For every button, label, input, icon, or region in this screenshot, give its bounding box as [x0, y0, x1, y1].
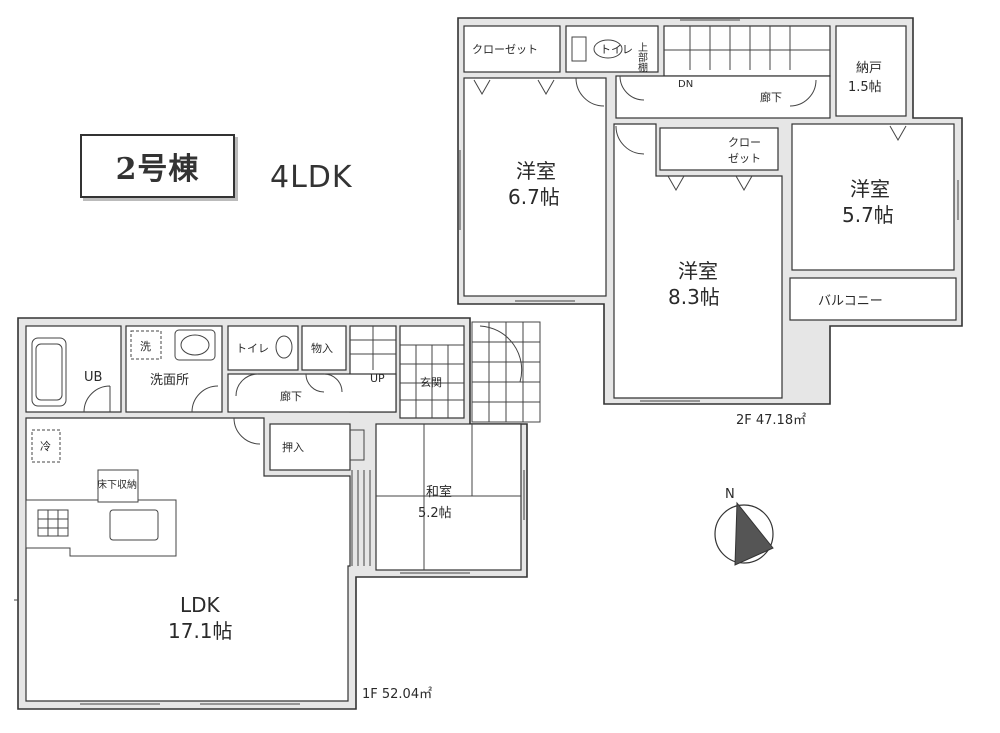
- label-upper-storage: 上部棚: [636, 42, 648, 73]
- label-fridge: 冷: [40, 440, 51, 453]
- label-ub: UB: [84, 370, 102, 385]
- ldk-door[interactable]: [233, 417, 261, 445]
- label-storage-1f: 物入: [311, 341, 333, 355]
- stove-burners: [38, 510, 68, 536]
- tatami-lines: [376, 424, 521, 570]
- storage-1f-door[interactable]: [305, 373, 343, 393]
- toilet-2f-door[interactable]: [619, 75, 645, 101]
- yoshitsu-c-door[interactable]: [789, 79, 817, 107]
- washroom-door[interactable]: [191, 385, 219, 413]
- label-yoshitsu-a-size: 6.7帖: [508, 185, 560, 209]
- label-hallway-2f: 廊下: [760, 90, 782, 104]
- washitsu-room: [375, 423, 522, 571]
- closet-1f: [269, 423, 351, 471]
- label-entrance: 玄関: [420, 375, 442, 389]
- label-closet-top: クローゼット: [472, 43, 538, 56]
- compass: N: [714, 487, 774, 566]
- entrance-door[interactable]: [479, 325, 523, 383]
- first-floor-plan: UB 洗面所 洗 トイレ 物入 UP 玄関 廊下 冷 押入 床下収納 和室 5.…: [14, 317, 541, 710]
- label-yoshitsu-b: 洋室: [678, 259, 718, 283]
- stair-ldk-treads: [351, 470, 371, 566]
- wash-basin-bowl: [180, 334, 210, 356]
- compass-north-label: N: [725, 487, 735, 502]
- closet-top-2f: [463, 25, 561, 73]
- toilet-2f-tank: [571, 36, 587, 62]
- hallway-1f: [227, 373, 397, 413]
- label-washitsu-size: 5.2帖: [418, 506, 452, 521]
- closet-mid-2f: [659, 127, 779, 171]
- label-balcony: バルコニー: [818, 294, 883, 309]
- compass-needle-icon: [734, 501, 774, 566]
- label-dn: DN: [678, 79, 693, 90]
- label-closet-1f: 押入: [282, 440, 304, 454]
- label-yoshitsu-c-size: 5.7帖: [842, 203, 894, 227]
- label-washer: 洗: [140, 340, 151, 353]
- label-yoshitsu-b-size: 8.3帖: [668, 285, 720, 309]
- label-nando: 納戸: [856, 61, 882, 76]
- balcony: [789, 277, 957, 321]
- first-floor-area: 1F 52.04㎡: [362, 687, 432, 702]
- washer: [130, 330, 162, 360]
- yoshitsu-c-room: [791, 123, 955, 271]
- label-toilet-2f: トイレ: [600, 43, 633, 56]
- label-up: UP: [370, 372, 385, 385]
- second-floor-windows: [459, 19, 959, 402]
- label-washroom: 洗面所: [150, 373, 189, 388]
- bathtub-inner: [35, 343, 63, 401]
- stair-2f: [663, 25, 831, 77]
- porch-tiles: [471, 321, 541, 423]
- yoshitsu-a-door[interactable]: [575, 77, 605, 107]
- stove: [37, 509, 69, 537]
- building-label-box: 2号棟: [80, 134, 235, 198]
- entrance-tiles: [400, 344, 464, 418]
- stair-1f-treads: [350, 326, 396, 370]
- label-yoshitsu-a: 洋室: [516, 159, 556, 183]
- closet-door-marks: [473, 79, 907, 192]
- first-floor-windows: [14, 470, 525, 705]
- second-floor-area: 2F 47.18㎡: [736, 413, 806, 428]
- label-closet-mid-1: クロー: [728, 136, 761, 149]
- building-label: 2号棟: [115, 152, 200, 187]
- label-closet-mid-2: ゼット: [728, 152, 761, 165]
- nando-room: [835, 25, 907, 117]
- plan-type: 4LDK: [270, 160, 353, 195]
- kitchen-sink: [109, 509, 159, 541]
- underfloor-storage-box: [97, 469, 139, 503]
- label-yoshitsu-c: 洋室: [850, 177, 890, 201]
- second-floor-plan: クローゼット トイレ 上部棚 DN 廊下 納戸 1.5帖 洋室 6.7帖 クロー…: [457, 17, 963, 428]
- closet-1f-door[interactable]: [350, 429, 365, 461]
- toilet-1f-door[interactable]: [235, 373, 259, 397]
- label-washitsu: 和室: [426, 484, 452, 500]
- label-toilet-1f: トイレ: [236, 342, 269, 355]
- toilet-2f-bowl: [593, 39, 623, 59]
- stair-2f-treads: [664, 26, 830, 70]
- label-ldk: LDK: [180, 593, 221, 617]
- storage-1f: [301, 325, 347, 371]
- yoshitsu-b-room: [613, 123, 783, 399]
- label-nando-size: 1.5帖: [848, 80, 882, 95]
- label-hallway-1f: 廊下: [280, 389, 302, 403]
- hallway-2f: [615, 75, 831, 119]
- ub-door[interactable]: [83, 385, 111, 413]
- toilet-1f-bowl: [275, 335, 293, 359]
- yoshitsu-b-door[interactable]: [615, 125, 645, 155]
- label-ldk-size: 17.1帖: [168, 619, 233, 643]
- label-underfloor: 床下収納: [97, 478, 137, 491]
- fridge: [31, 429, 61, 463]
- yoshitsu-a-room: [463, 77, 607, 297]
